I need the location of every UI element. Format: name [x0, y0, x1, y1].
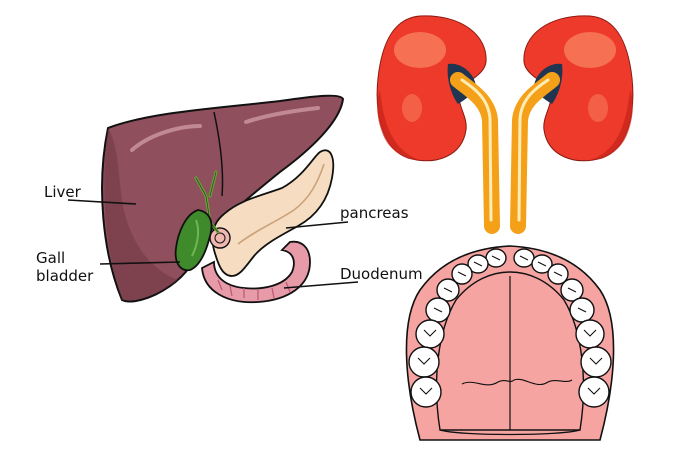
liver-shape — [101, 94, 345, 303]
liver-label: Liver — [44, 183, 81, 201]
tooth-molar-l3 — [410, 376, 442, 408]
ampulla — [214, 232, 226, 244]
left-kidney-highlight — [394, 32, 446, 68]
tooth-surface-marks — [417, 255, 603, 395]
tooth-molar-r3 — [578, 376, 610, 408]
liver-shadow — [104, 128, 178, 301]
gall-bladder-leader-line — [99, 261, 181, 265]
pancreas-leader-line — [285, 221, 349, 229]
liver-highlight-right — [244, 106, 320, 124]
tooth-molar-l2 — [408, 346, 440, 378]
right-kidney-highlight — [564, 32, 616, 68]
tooth-molar-r2 — [580, 346, 612, 378]
left-ureter-highlight — [460, 78, 493, 222]
left-kidney-shade — [377, 90, 420, 160]
bile-ducts-outline — [195, 171, 219, 233]
left-ureter — [450, 72, 500, 234]
kidneys-group — [376, 15, 634, 234]
gall-bladder-label-line1: Gall — [36, 249, 66, 267]
duodenum-shape — [201, 240, 311, 304]
gall-bladder-highlight — [191, 219, 200, 257]
pancreas-shape — [211, 149, 335, 277]
liver-lobe-line — [213, 111, 224, 197]
digestive-organs-group — [67, 94, 359, 304]
liver-highlight-left — [130, 124, 202, 152]
right-kidney-shade — [590, 90, 633, 160]
right-ureter-highlight — [517, 78, 550, 222]
duodenum-label: Duodenum — [340, 265, 423, 283]
tooth-molar-r1 — [575, 319, 605, 349]
palate-soft-edge — [439, 429, 581, 436]
gall-bladder-shape — [174, 209, 213, 272]
right-ureter — [510, 72, 560, 234]
pancreatic-duct — [237, 163, 325, 245]
liver-leader-line — [67, 199, 137, 205]
right-kidney-highlight-2 — [588, 94, 608, 122]
palate-rugae — [461, 378, 573, 386]
gall-bladder-label-line2: bladder — [36, 267, 94, 285]
duodenum-leader-line — [283, 281, 359, 289]
tooth-molar-l1 — [415, 319, 445, 349]
left-kidney-highlight-2 — [402, 94, 422, 122]
pancreas-head — [209, 227, 231, 249]
upper-dental-arch-group — [405, 245, 615, 441]
duodenum-fold-lines — [217, 279, 291, 300]
pancreas-label: pancreas — [340, 204, 409, 222]
